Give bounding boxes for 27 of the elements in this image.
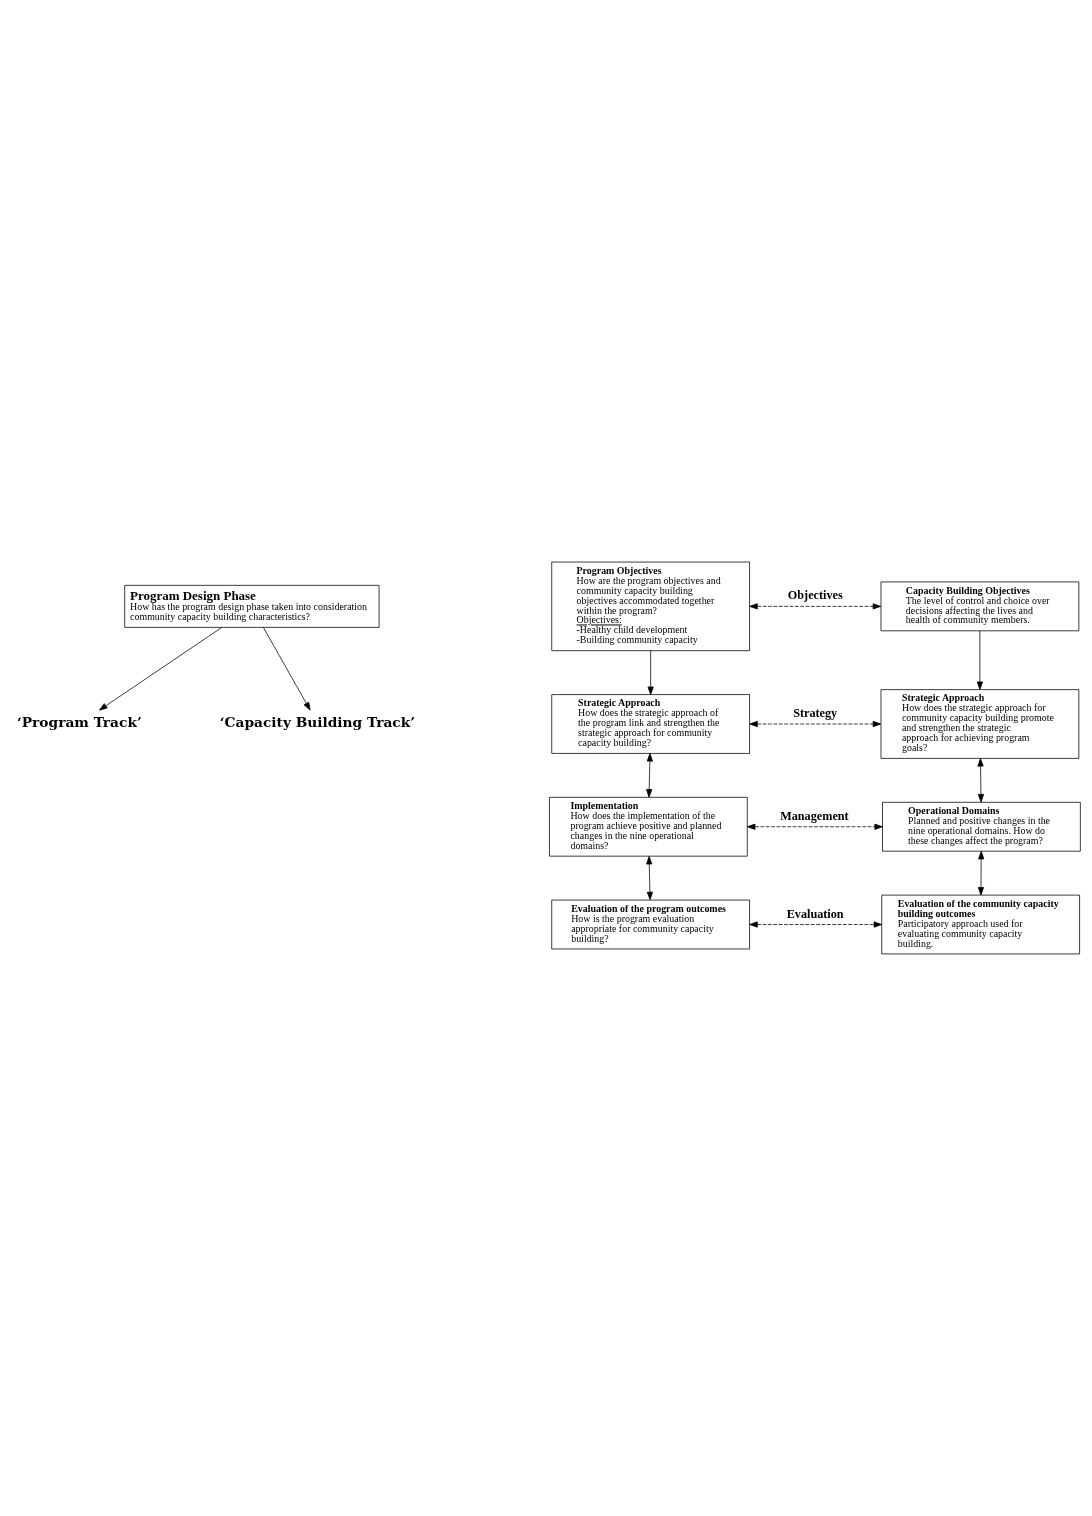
node-text: ‘Capacity Building Track’: [219, 713, 416, 730]
arrow: [647, 650, 654, 695]
arrow: [976, 630, 983, 690]
edge-label: Evaluation: [786, 906, 844, 921]
arrow: [977, 850, 985, 896]
arrow: [749, 603, 882, 610]
arrow: [977, 758, 984, 803]
node-text: ‘Program Track’: [16, 713, 142, 730]
node-box: Capacity Building Objectives The level of control and choice over decisions affecting the lives and health of community members.: [880, 581, 1080, 632]
node-box: Program Objectives How are the program objectives and community capacity building objectives accommodated together within the program? Objectives: -Healthy child development -Building community capacity: [551, 561, 750, 652]
arrow: [263, 627, 311, 711]
arrow: [99, 627, 223, 711]
node-box: Program Design Phase How has the program design phase taken into consideration community capacity building characteristics?: [124, 585, 380, 628]
arrow: [749, 921, 883, 928]
node-box: Strategic Approach How does the strategic approach of the program link and strengthen the strategic approach for community capacity building?: [551, 694, 750, 754]
arrow: [747, 823, 883, 830]
node-box: Implementation How does the implementation of the program achieve positive and planned changes in the nine operational domains?: [549, 796, 748, 857]
arrow: [749, 720, 882, 728]
node-box: Evaluation of the community capacity building outcomes Participatory approach used for evaluating community capacity building.: [881, 894, 1080, 955]
edge-label: Management: [780, 808, 849, 823]
arrow: [646, 753, 653, 798]
edge-label: Objectives: [787, 588, 843, 603]
edge-label: Strategy: [793, 705, 838, 720]
node-box: Evaluation of the program outcomes How is the program evaluation appropriate for community capacity building?: [551, 899, 750, 950]
node-box: Strategic Approach How does the strategic approach for community capacity building promote and strengthen the strategic approach for achieving program goals?: [880, 689, 1080, 759]
arrow: [646, 856, 653, 901]
node-box: Operational Domains Planned and positive changes in the nine operational domains. How do these changes affect the program?: [882, 801, 1081, 852]
